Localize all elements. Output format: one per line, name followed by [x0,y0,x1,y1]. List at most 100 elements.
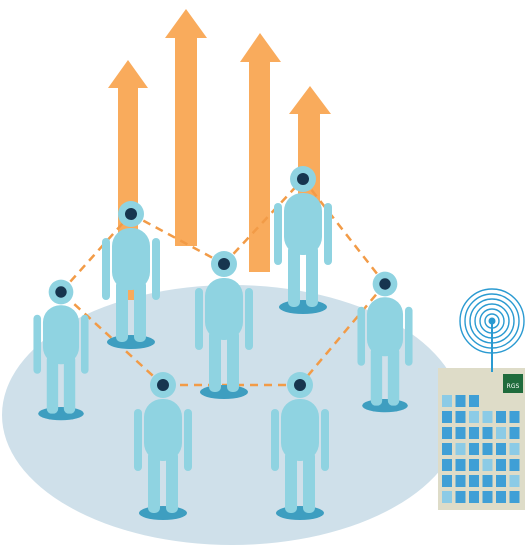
connection-line [60,291,164,386]
antenna-ring [459,288,525,354]
person-arm [271,409,279,471]
building-window [509,475,520,487]
building-window [442,443,452,455]
building-window [509,443,520,455]
building-window [469,411,479,423]
building-window [482,443,493,455]
building-window [469,459,479,471]
person-icon [33,279,89,421]
building-window [509,427,520,439]
person-eye [297,173,309,185]
building-window [496,475,506,487]
antenna-ring [469,298,515,344]
person-eye [125,208,137,220]
person-leg [285,451,297,513]
building-window [455,395,466,407]
building-window [496,459,506,471]
person-eye [55,286,67,298]
building-window [455,427,466,439]
building-window [496,443,506,455]
person-icon [134,372,192,520]
building-window [455,491,466,503]
person-arm [33,314,42,374]
connection-line [223,178,304,265]
people-group [33,166,413,520]
person-shadow [139,506,187,520]
person-eye [157,379,169,391]
person-icon [271,372,329,520]
building-window [509,411,520,423]
person-eye [218,258,230,270]
ground-ellipse [2,285,462,545]
person-leg [387,346,400,406]
person-arm [324,203,332,265]
building-window [442,459,452,471]
person-shadow [200,385,248,399]
person-eye [379,278,391,290]
building-window [469,427,479,439]
person-leg [63,354,76,414]
antenna-center [488,317,496,325]
building-window [482,427,493,439]
person-leg [46,354,59,414]
building-window [455,459,466,471]
person-arm [274,203,282,265]
person-arm [184,409,192,471]
person-icon [357,271,413,413]
person-shadow [362,398,408,413]
building-sign [503,374,523,393]
person-torso [366,297,404,357]
building-window [482,411,493,423]
person-icon [195,251,253,399]
building-window [442,411,452,423]
antenna-ring [464,293,520,349]
building-window [482,459,493,471]
person-leg [209,330,221,392]
person-arm [152,238,160,300]
up-arrow-icon [165,9,207,246]
connection-line [60,213,132,293]
person-torso [205,278,243,340]
person-arm [80,314,89,374]
person-leg [370,346,383,406]
person-torso [144,399,182,461]
radio-antenna-icon [459,288,525,372]
person-arm [195,288,203,350]
person-icon [102,201,160,349]
building-window [496,491,506,503]
person-eye [294,379,306,391]
person-arm [134,409,142,471]
connection-line [130,212,225,266]
building-window [455,443,466,455]
antenna-ring [484,313,500,329]
building-window [442,475,452,487]
building-window [442,491,452,503]
person-arm [321,409,329,471]
person-shadow [279,300,327,314]
building-window [496,411,506,423]
building-window [469,395,479,407]
building-window [442,395,452,407]
person-arm [357,306,366,366]
person-leg [306,245,318,307]
building-window [455,411,466,423]
building-window [469,475,479,487]
person-arm [404,306,413,366]
building-window [482,475,493,487]
person-arm [245,288,253,350]
person-icon [274,166,332,314]
person-leg [148,451,160,513]
person-leg [134,280,146,342]
person-shadow [38,406,84,421]
person-leg [227,330,239,392]
person-leg [166,451,178,513]
person-shadow [276,506,324,520]
building-window [496,427,506,439]
building-window [482,491,493,503]
person-leg [288,245,300,307]
building-sign-text: RGS [507,383,520,390]
person-arm [102,238,110,300]
building-windows [442,395,520,503]
building-window [469,443,479,455]
